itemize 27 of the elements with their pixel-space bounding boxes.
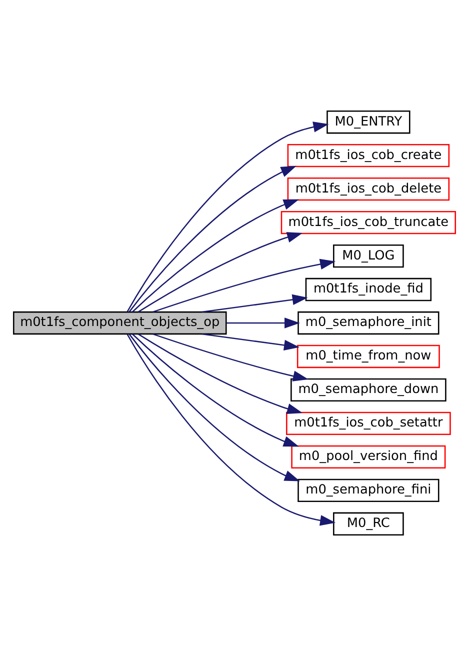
node-box: M0_RC [333, 512, 404, 535]
arrow [128, 165, 296, 312]
arrow [202, 294, 308, 312]
node-box: m0_semaphore_down [290, 378, 446, 402]
node-box: m0t1fs_ios_cob_truncate [280, 210, 456, 234]
node-box: m0_semaphore_fini [298, 478, 440, 502]
arrow [202, 332, 300, 350]
arrow [132, 333, 300, 446]
node-box: m0t1fs_inode_fid [305, 277, 432, 301]
arrow [128, 333, 300, 481]
arrow [132, 198, 300, 312]
arrow [138, 232, 303, 312]
node-box: M0_ENTRY [326, 110, 410, 134]
node-box: m0_semaphore_init [298, 310, 440, 334]
node-box: m0_time_from_now [296, 344, 440, 368]
arrow [138, 332, 303, 414]
arrow [152, 258, 336, 312]
node-box: m0t1fs_ios_cob_delete [287, 176, 450, 200]
arrow [226, 317, 300, 328]
node-box: m0t1fs_ios_cob_create [287, 143, 450, 167]
node-box: M0_LOG [333, 244, 404, 268]
node-box: m0t1fs_ios_cob_setattr [286, 411, 451, 435]
node-box: m0t1fs_component_objects_op [13, 310, 227, 334]
arrow [126, 121, 329, 312]
arrow [152, 332, 309, 381]
node-box: m0_pool_version_find [291, 444, 446, 468]
arrow [126, 334, 336, 526]
